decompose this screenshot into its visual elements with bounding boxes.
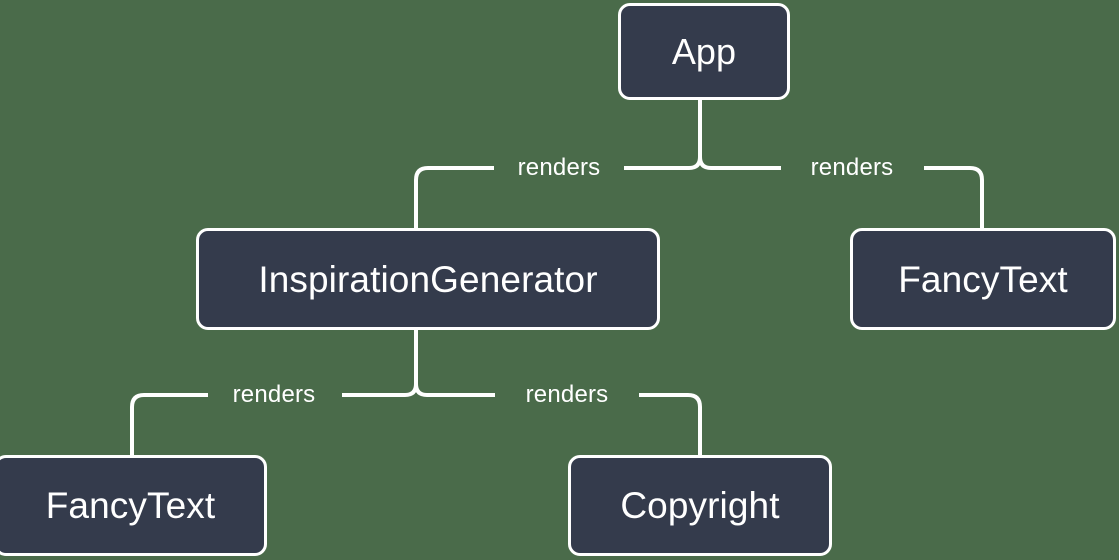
edge-label-app-to-fancytext: renders: [810, 154, 894, 181]
edge-app-fancytext-elbow: [969, 166, 984, 228]
node-inspiration-generator-label: InspirationGenerator: [258, 258, 598, 300]
node-fancytext-right[interactable]: FancyText: [850, 228, 1116, 330]
edge-inspiration-copyright-elbow: [687, 393, 702, 455]
node-fancytext-bottom-label: FancyText: [45, 485, 216, 526]
node-copyright-label: Copyright: [620, 485, 780, 526]
edge-lower-junction-fillet-right: [414, 383, 428, 397]
node-app-label: App: [671, 30, 737, 72]
edge-label-app-to-inspiration: renders: [517, 154, 601, 181]
node-copyright[interactable]: Copyright: [568, 455, 832, 556]
edge-label-inspiration-to-copyright: renders: [525, 381, 609, 408]
edge-inspiration-fancytext-elbow: [130, 393, 145, 455]
node-inspiration-generator[interactable]: InspirationGenerator: [196, 228, 660, 330]
edge-lower-junction-fillet-left: [404, 383, 418, 397]
edge-junction-fillet-right: [698, 156, 712, 170]
edge-label-inspiration-to-fancytext: renders: [232, 381, 316, 408]
edge-junction-fillet-left: [688, 156, 702, 170]
edge-app-inspiration-elbow: [414, 166, 429, 228]
node-fancytext-right-label: FancyText: [898, 258, 1068, 300]
node-fancytext-bottom[interactable]: FancyText: [0, 455, 267, 556]
node-app[interactable]: App: [618, 3, 790, 100]
